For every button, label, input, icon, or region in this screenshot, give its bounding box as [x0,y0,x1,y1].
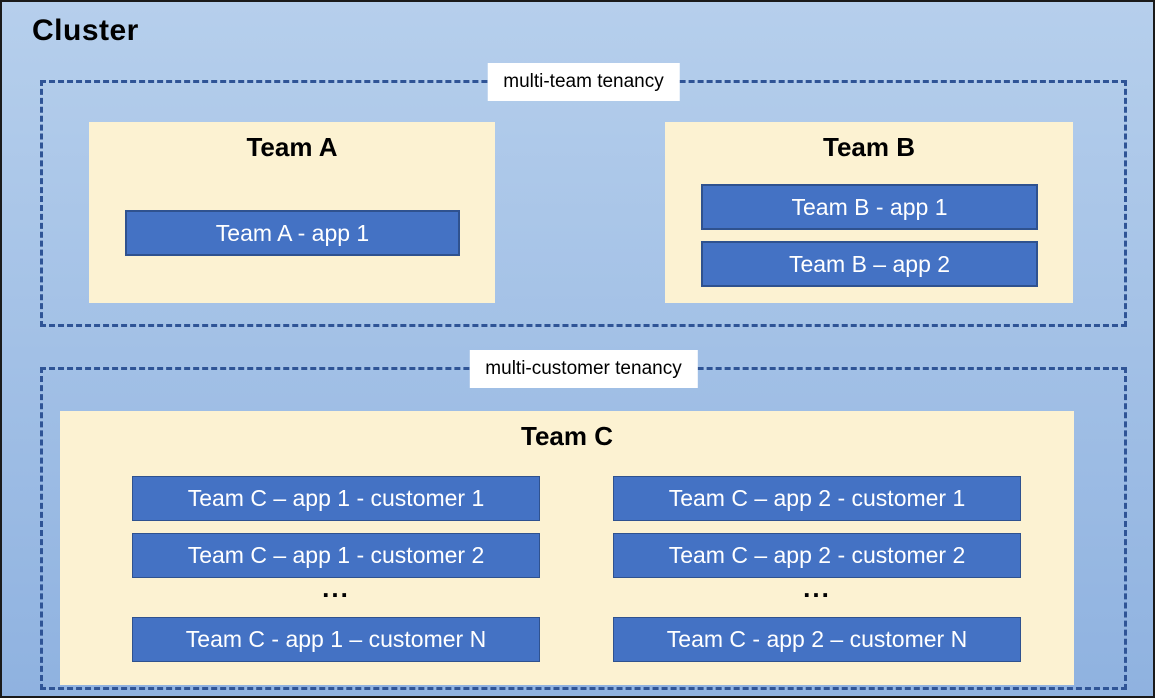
multi-team-tenancy-label: multi-team tenancy [487,63,680,101]
team-c-app1-customer-n: Team C - app 1 – customer N [132,617,540,662]
team-c-app2-ellipsis: ... [803,573,831,603]
team-a-title: Team A [246,132,338,162]
multi-team-tenancy-group: multi-team tenancy Team A Team A - app 1… [40,63,1127,327]
team-b-app-1: Team B - app 1 [701,184,1038,230]
team-c-app2-customer-1: Team C – app 2 - customer 1 [613,476,1021,521]
team-c-app2-customer-n: Team C - app 2 – customer N [613,617,1021,662]
team-b-box: Team B Team B - app 1 Team B – app 2 [665,122,1073,303]
team-c-app1-ellipsis: ... [322,573,350,603]
team-c-app1-customer-2: Team C – app 1 - customer 2 [132,533,540,578]
team-c-app2-customer-2: Team C – app 2 - customer 2 [613,533,1021,578]
team-c-title: Team C [521,421,613,451]
team-c-box: Team C Team C – app 1 - customer 1 Team … [60,411,1074,685]
multi-customer-tenancy-group: multi-customer tenancy Team C Team C – a… [40,350,1127,690]
team-b-title: Team B [823,132,915,162]
team-b-app-2: Team B – app 2 [701,241,1038,287]
cluster-title: Cluster [32,14,139,47]
multi-customer-tenancy-label: multi-customer tenancy [469,350,698,388]
team-a-app-1: Team A - app 1 [125,210,460,256]
team-a-box: Team A Team A - app 1 [89,122,495,303]
team-c-app1-customer-1: Team C – app 1 - customer 1 [132,476,540,521]
